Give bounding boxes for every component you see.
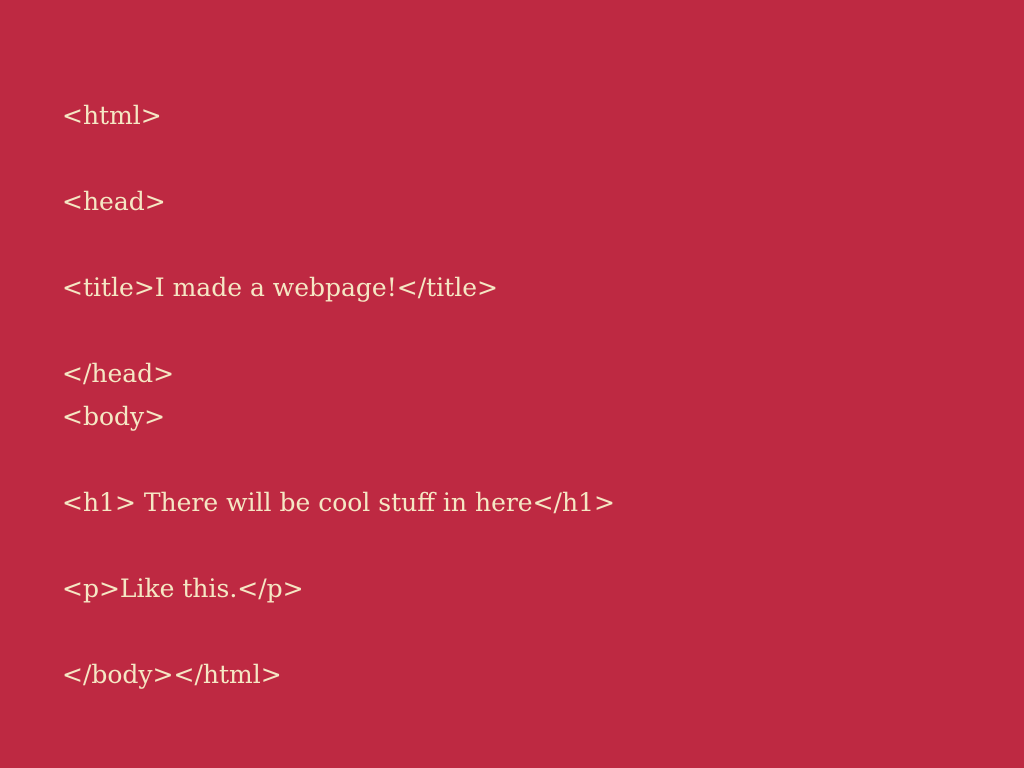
code-line-paragraph: <p>Like this.</p> (62, 574, 304, 603)
code-line-body-html-close: </body></html> (62, 660, 282, 689)
code-line-head-close: </head> (62, 359, 175, 388)
code-line-body-open: <body> (62, 402, 166, 431)
code-line-h1: <h1> There will be cool stuff in here</h… (62, 488, 615, 517)
code-line-title: <title>I made a webpage!</title> (62, 273, 498, 302)
code-line-head-open: <head> (62, 187, 166, 216)
code-line-html-open: <html> (62, 101, 162, 130)
